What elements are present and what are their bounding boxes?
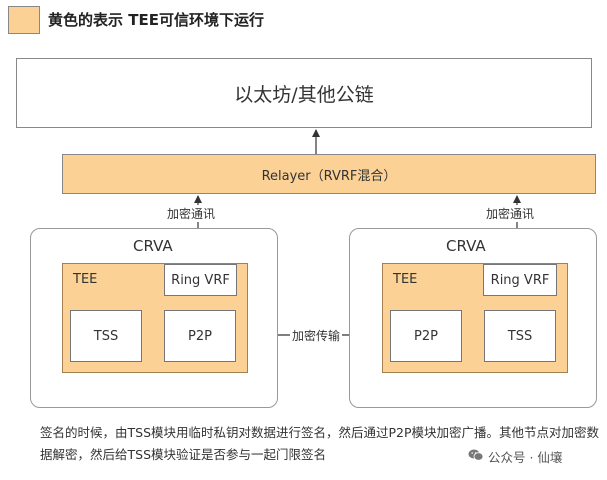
p2p-box: P2P bbox=[390, 310, 462, 362]
tee-label: TEE bbox=[73, 272, 98, 287]
legend-text: 黄色的表示 TEE可信环境下运行 bbox=[48, 11, 264, 29]
tss-label: TSS bbox=[507, 328, 533, 344]
left-uplink-label: 加密通讯 bbox=[165, 205, 218, 222]
crva-node-left: CRVA TEE Ring VRF TSS P2P bbox=[30, 228, 278, 408]
tee-environment: TEE Ring VRF TSS P2P bbox=[62, 263, 248, 373]
p2p-box: P2P bbox=[164, 310, 236, 362]
right-uplink-label: 加密通讯 bbox=[484, 205, 537, 222]
tss-box: TSS bbox=[70, 310, 142, 362]
wechat-icon bbox=[468, 448, 484, 465]
watermark: 公众号 · 仙壤 bbox=[468, 447, 562, 466]
relayer-box: Relayer（RVRF混合） bbox=[62, 154, 596, 194]
caption-text: 签名的时候，由TSS模块用临时私钥对数据进行签名，然后通过P2P模块加密广播。其… bbox=[40, 425, 600, 462]
p2p-link-label: 加密传输 bbox=[290, 327, 343, 344]
ring-vrf-label: Ring VRF bbox=[490, 272, 550, 288]
ethereum-chain-box: 以太坊/其他公链 bbox=[16, 58, 592, 128]
ethereum-chain-label: 以太坊/其他公链 bbox=[234, 83, 374, 106]
ring-vrf-box: Ring VRF bbox=[483, 264, 557, 296]
p2p-label: P2P bbox=[188, 328, 212, 344]
tss-box: TSS bbox=[484, 310, 556, 362]
ring-vrf-box: Ring VRF bbox=[164, 264, 237, 296]
crva-node-right: CRVA TEE Ring VRF P2P TSS bbox=[349, 228, 597, 408]
tss-label: TSS bbox=[93, 328, 119, 344]
watermark-text: 公众号 · 仙壤 bbox=[488, 450, 563, 465]
tee-label: TEE bbox=[393, 272, 418, 287]
ring-vrf-label: Ring VRF bbox=[171, 272, 230, 288]
tee-environment: TEE Ring VRF P2P TSS bbox=[382, 263, 568, 373]
legend-swatch bbox=[8, 6, 40, 34]
crva-title: CRVA bbox=[133, 237, 173, 255]
crva-title: CRVA bbox=[446, 237, 486, 255]
p2p-label: P2P bbox=[414, 328, 438, 344]
relayer-label: Relayer（RVRF混合） bbox=[261, 168, 397, 184]
